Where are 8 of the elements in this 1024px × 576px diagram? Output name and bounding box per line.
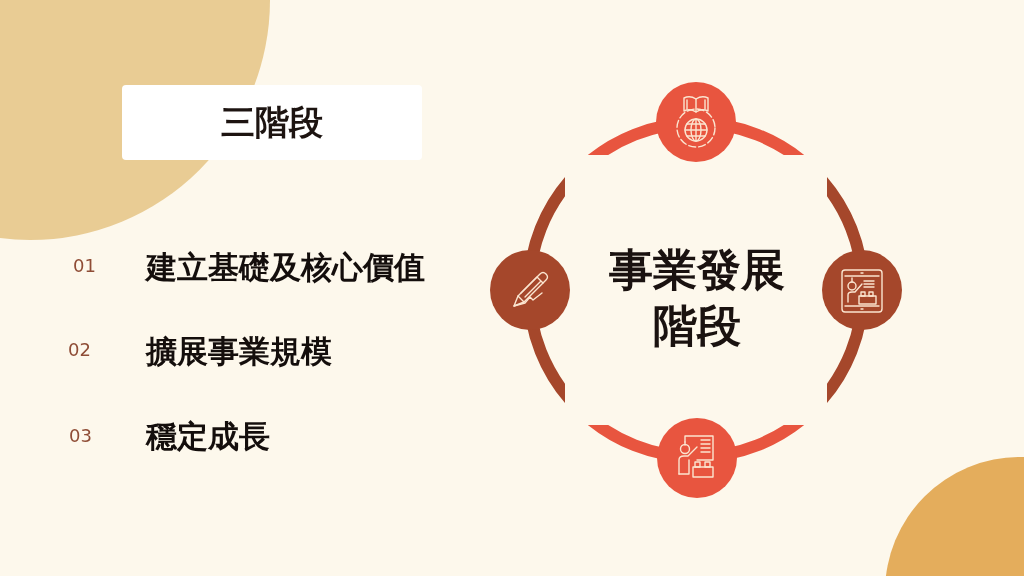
heading-card: 三階段 <box>122 85 422 160</box>
list-item-text: 建立基礎及核心價值 <box>146 248 425 286</box>
list-item-text: 擴展事業規模 <box>146 332 332 370</box>
list-number: 02 <box>68 339 91 361</box>
center-title: 事業發展階段 <box>608 243 786 353</box>
list-item-text: 穩定成長 <box>146 417 270 455</box>
list-number: 03 <box>69 425 92 447</box>
list-number: 01 <box>73 255 96 277</box>
